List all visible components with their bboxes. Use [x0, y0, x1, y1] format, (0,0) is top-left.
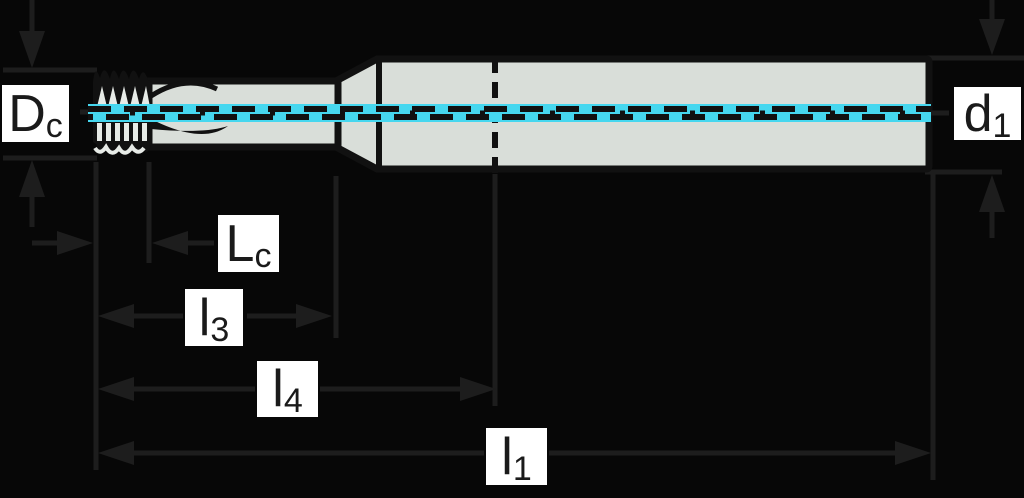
l1-dimension [98, 441, 931, 465]
label-l1-main: l [501, 427, 513, 486]
lower-flute-curve [151, 119, 228, 135]
label-l4-sub: 4 [283, 382, 303, 420]
bottom-crest-wave [93, 143, 146, 155]
dc-dimension [3, 0, 97, 227]
d1-top-arrowhead-icon [979, 19, 1005, 55]
l3-dimension [98, 304, 332, 328]
label-l3-sub: 3 [210, 310, 230, 349]
label-lc-main: L [225, 214, 255, 273]
lc-dimension [32, 231, 214, 255]
l4-dimension [98, 377, 496, 401]
l3-right-arrowhead-icon [296, 304, 332, 328]
centerline [80, 104, 949, 122]
upper-flute-curve [149, 80, 219, 99]
label-d1-main: d [963, 84, 993, 143]
d1-bottom-arrowhead-icon [979, 175, 1005, 212]
label-dc-main: D [8, 84, 46, 143]
label-lc-sub: c [254, 236, 272, 275]
lc-right-arrowhead-icon [152, 231, 188, 255]
dc-top-arrowhead-icon [19, 31, 45, 68]
label-dc-sub: c [45, 106, 63, 145]
label-l1-sub: 1 [512, 449, 532, 488]
label-l3-main: l [198, 288, 211, 347]
dc-bottom-arrowhead-icon [19, 160, 45, 197]
flute-hatch [97, 123, 147, 141]
label-d1-sub: 1 [992, 106, 1012, 145]
l1-right-arrowhead-icon [895, 441, 931, 465]
label-l4-main: l [272, 360, 284, 418]
lc-left-arrowhead-icon [57, 231, 93, 255]
l3-left-arrowhead-icon [98, 304, 134, 328]
thread-teeth [97, 86, 150, 107]
d1-dimension [925, 0, 1024, 238]
l4-right-arrowhead-icon [460, 377, 496, 401]
l4-left-arrowhead-icon [98, 377, 134, 401]
l1-left-arrowhead-icon [98, 441, 134, 465]
